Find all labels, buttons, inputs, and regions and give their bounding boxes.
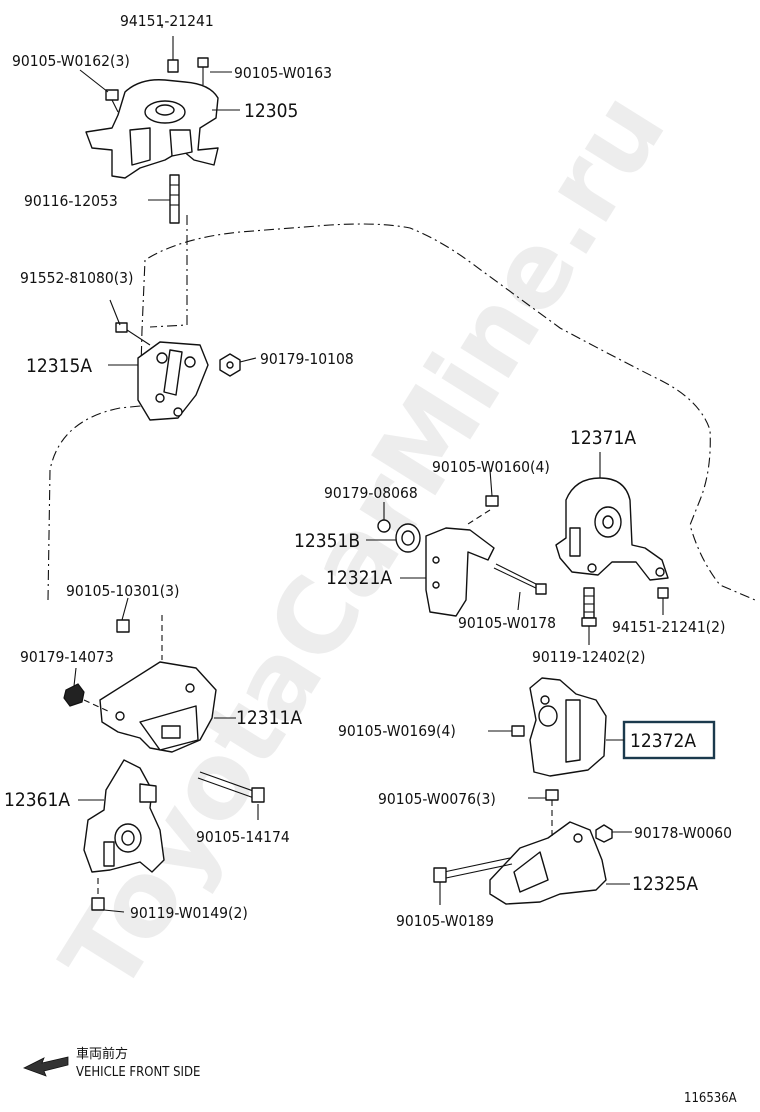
nut-90179-08068[interactable] xyxy=(377,519,391,533)
label-12351B: 12351B xyxy=(294,530,360,552)
label-90105-W0178: 90105-W0178 xyxy=(458,614,556,632)
label-12371A: 12371A xyxy=(570,427,636,449)
label-91552-81080: 91552-81080(3) xyxy=(20,269,134,287)
label-90105-W0160: 90105-W0160(4) xyxy=(432,458,550,476)
label-12321A: 12321A xyxy=(326,567,392,589)
label-90105-W0162: 90105-W0162(3) xyxy=(12,52,130,70)
legend-english: VEHICLE FRONT SIDE xyxy=(76,1065,200,1080)
label-90105-W0163: 90105-W0163 xyxy=(234,64,332,82)
label-12372A: 12372A xyxy=(630,730,696,752)
mount-12372A-group xyxy=(511,677,716,777)
nut-90178-W0060[interactable] xyxy=(595,824,613,843)
mount-12361A-group xyxy=(83,759,165,911)
bracket-12321A[interactable] xyxy=(425,527,495,617)
label-90116-12053: 90116-12053 xyxy=(24,192,118,210)
mount-12305-group xyxy=(85,36,219,224)
bracket-12325A[interactable] xyxy=(489,821,607,905)
label-90105-W0169: 90105-W0169(4) xyxy=(338,722,456,740)
label-90179-14073: 90179-14073 xyxy=(20,648,114,666)
bracket-12321A-group xyxy=(377,495,547,617)
label-94151-21241-2: 94151-21241(2) xyxy=(612,618,726,636)
label-90105-10301: 90105-10301(3) xyxy=(66,582,180,600)
label-12311A: 12311A xyxy=(236,707,302,729)
label-90179-10108: 90179-10108 xyxy=(260,350,354,368)
bracket-12315A-group xyxy=(115,322,241,421)
nut-90179-14073[interactable] xyxy=(63,683,85,707)
label-12361A: 12361A xyxy=(4,789,70,811)
mount-12305[interactable] xyxy=(85,79,219,179)
figure-id: 116536A xyxy=(684,1091,737,1106)
bracket-12325A-group xyxy=(433,789,613,905)
label-12305: 12305 xyxy=(244,100,298,122)
label-94151-21241-top: 94151-21241 xyxy=(120,12,214,30)
vehicle-front-legend: 車両前方 VEHICLE FRONT SIDE xyxy=(22,1046,200,1080)
label-90105-14174: 90105-14174 xyxy=(196,828,290,846)
engine-outline-inner xyxy=(149,215,188,328)
bracket-12311A-group xyxy=(63,615,265,803)
label-90119-12402: 90119-12402(2) xyxy=(532,648,646,666)
label-90105-W0076: 90105-W0076(3) xyxy=(378,790,496,808)
label-90105-W0189: 90105-W0189 xyxy=(396,912,494,930)
label-90179-08068: 90179-08068 xyxy=(324,484,418,502)
front-arrow-icon xyxy=(22,1056,69,1077)
mount-12371A-group xyxy=(555,477,669,627)
label-90119-W0149: 90119-W0149(2) xyxy=(130,904,248,922)
engine-outline xyxy=(47,223,756,601)
label-12325A: 12325A xyxy=(632,873,698,895)
label-90178-W0060: 90178-W0060 xyxy=(634,824,732,842)
legend-japanese: 車両前方 xyxy=(76,1046,128,1062)
label-12315A: 12315A xyxy=(26,355,92,377)
